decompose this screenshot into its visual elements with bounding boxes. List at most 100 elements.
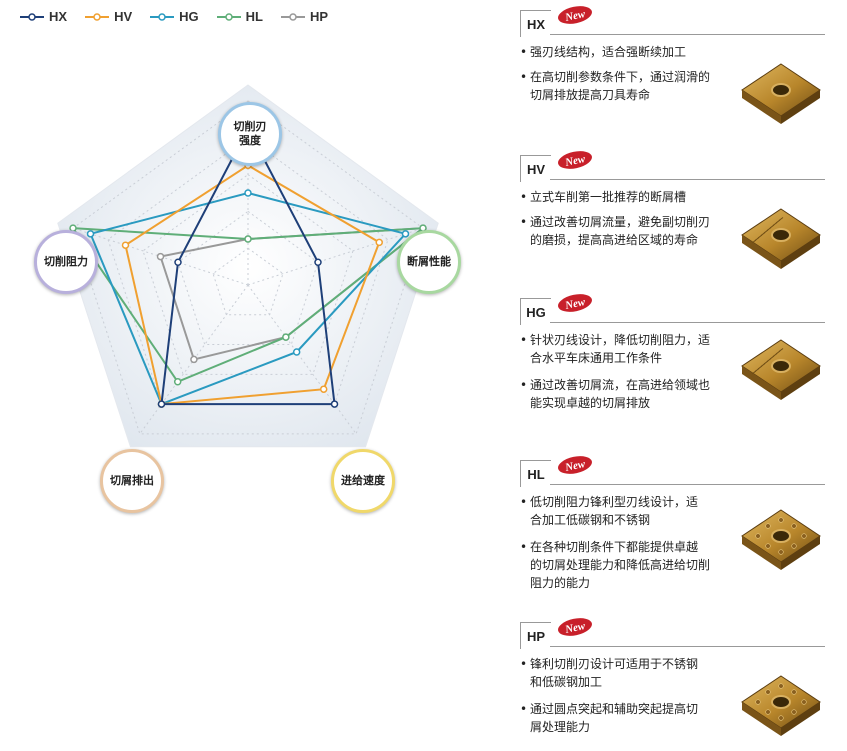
- axis-label-text: 断屑性能: [407, 255, 451, 268]
- legend-item-hp: HP: [280, 9, 328, 24]
- feature-text: 通过改善切屑流量，避免副切削刃 的磨损，提高高进给区域的寿命: [530, 215, 711, 247]
- new-badge-label: New: [563, 296, 587, 312]
- insert-image: [740, 674, 822, 738]
- data-point-hx: [314, 258, 322, 267]
- new-badge-icon: New: [556, 293, 594, 313]
- feature-bullet: •通过圆点突起和辅助突起提高切 屑处理能力: [520, 700, 735, 736]
- new-badge-label: New: [563, 153, 587, 169]
- header-divider: [550, 484, 825, 485]
- bullet-dot: •: [520, 70, 528, 84]
- radar-grid-ring: [212, 247, 284, 316]
- bullet-dot: •: [520, 657, 528, 671]
- feature-text: 通过改善切屑流，在高进给领域也 能实现卓越的切屑排放: [530, 378, 711, 410]
- radar-grid-ring: [72, 100, 424, 435]
- axis-label-text: 切削刃 强度: [233, 120, 267, 147]
- header-divider: [550, 646, 825, 647]
- legend-item-hv: HV: [85, 9, 132, 24]
- radar-grid-ring: [142, 173, 354, 375]
- axis-label-3: 切屑排出: [100, 449, 164, 513]
- product-code: HX: [520, 10, 551, 37]
- legend: HX HV HG HL HP: [20, 9, 346, 24]
- axis-label-text: 切屑排出: [110, 474, 154, 487]
- feature-bullet: •锋利切削刃设计可适用于不锈钢 和低碳钢加工: [520, 655, 735, 691]
- series-line-hg: [89, 191, 408, 406]
- radar-chart: [57, 84, 439, 448]
- data-point-hg: [244, 189, 252, 197]
- header-divider: [550, 179, 825, 180]
- bullet-dot: •: [520, 495, 528, 509]
- radar-spoke: [247, 227, 424, 286]
- product-code: HG: [520, 298, 551, 325]
- feature-bullet: •在各种切削条件下都能提供卓越 的切屑处理能力和降低高进给切削 阻力的能力: [520, 538, 735, 592]
- card-header: HG New: [520, 293, 825, 325]
- header-divider: [550, 34, 825, 35]
- insert-image: [740, 207, 822, 271]
- feature-text: 在高切削参数条件下，通过润滑的 切屑排放提高刀具寿命: [530, 70, 711, 102]
- data-point-hv: [121, 241, 130, 249]
- axis-label-4: 切削阻力: [34, 230, 98, 294]
- data-point-hl: [244, 235, 252, 243]
- data-point-hg: [86, 230, 95, 238]
- data-point-hv: [319, 385, 328, 393]
- axis-label-2: 进给速度: [331, 449, 395, 513]
- legend-marker-icon: [150, 12, 175, 21]
- new-badge-icon: New: [556, 150, 594, 170]
- insert-image: [740, 508, 822, 572]
- radar-background: [57, 84, 439, 448]
- radar-grid-ring: [177, 210, 319, 346]
- data-point-hx: [157, 400, 166, 408]
- new-badge-label: New: [563, 620, 587, 636]
- axis-label-0: 切削刃 强度: [218, 102, 282, 166]
- feature-bullet: •通过改善切屑流，在高进给领域也 能实现卓越的切屑排放: [520, 376, 735, 412]
- radar-spoke: [247, 284, 357, 435]
- insert-image: [740, 62, 822, 126]
- new-badge-label: New: [563, 8, 587, 24]
- legend-marker-icon: [85, 12, 110, 21]
- bullet-dot: •: [520, 540, 528, 554]
- card-header: HX New: [520, 5, 825, 37]
- feature-text: 强刃线结构，适合强断续加工: [530, 45, 687, 59]
- insert-square-ridged-icon: [741, 339, 821, 400]
- axis-label-text: 切削阻力: [44, 255, 88, 268]
- data-point-hl: [282, 333, 290, 341]
- legend-item-hl: HL: [216, 9, 263, 24]
- legend-marker-icon: [280, 12, 305, 21]
- data-point-hg: [292, 348, 301, 356]
- legend-marker-icon: [20, 12, 44, 21]
- legend-label: HV: [114, 9, 133, 24]
- legend-label: HG: [179, 9, 199, 24]
- feature-bullet: •针状刃线设计，降低切削阻力，适 合水平车床通用工作条件: [520, 331, 735, 367]
- feature-text: 立式车削第一批推荐的断屑槽: [530, 190, 687, 204]
- bullet-dot: •: [520, 45, 528, 59]
- bullet-dot: •: [520, 378, 528, 392]
- legend-label: HX: [49, 9, 68, 24]
- data-point-hp: [156, 252, 165, 261]
- bullet-dot: •: [520, 702, 528, 716]
- insert-image: [740, 338, 822, 402]
- new-badge-label: New: [563, 458, 587, 474]
- legend-item-hx: HX: [20, 9, 67, 24]
- product-code: HL: [520, 460, 551, 487]
- bullet-dot: •: [520, 215, 528, 229]
- insert-square-dotted-icon: [741, 675, 821, 736]
- legend-item-hg: HG: [150, 9, 199, 24]
- insert-square-center-hole-icon: [741, 63, 821, 124]
- feature-text: 在各种切削条件下都能提供卓越 的切屑处理能力和降低高进给切削 阻力的能力: [530, 540, 711, 590]
- feature-bullet: •立式车削第一批推荐的断屑槽: [520, 188, 735, 206]
- feature-bullet: •在高切削参数条件下，通过润滑的 切屑排放提高刀具寿命: [520, 68, 735, 104]
- card-header: HL New: [520, 455, 825, 487]
- data-point-hv: [375, 238, 383, 247]
- bullet-dot: •: [520, 333, 528, 347]
- data-point-hx: [174, 258, 182, 267]
- new-badge-icon: New: [556, 5, 594, 25]
- feature-text: 通过圆点突起和辅助突起提高切 屑处理能力: [530, 702, 699, 734]
- insert-square-serrated-icon: [741, 208, 821, 269]
- feature-text: 低切削阻力锋利型刃线设计，适 合加工低碳钢和不锈钢: [530, 495, 699, 527]
